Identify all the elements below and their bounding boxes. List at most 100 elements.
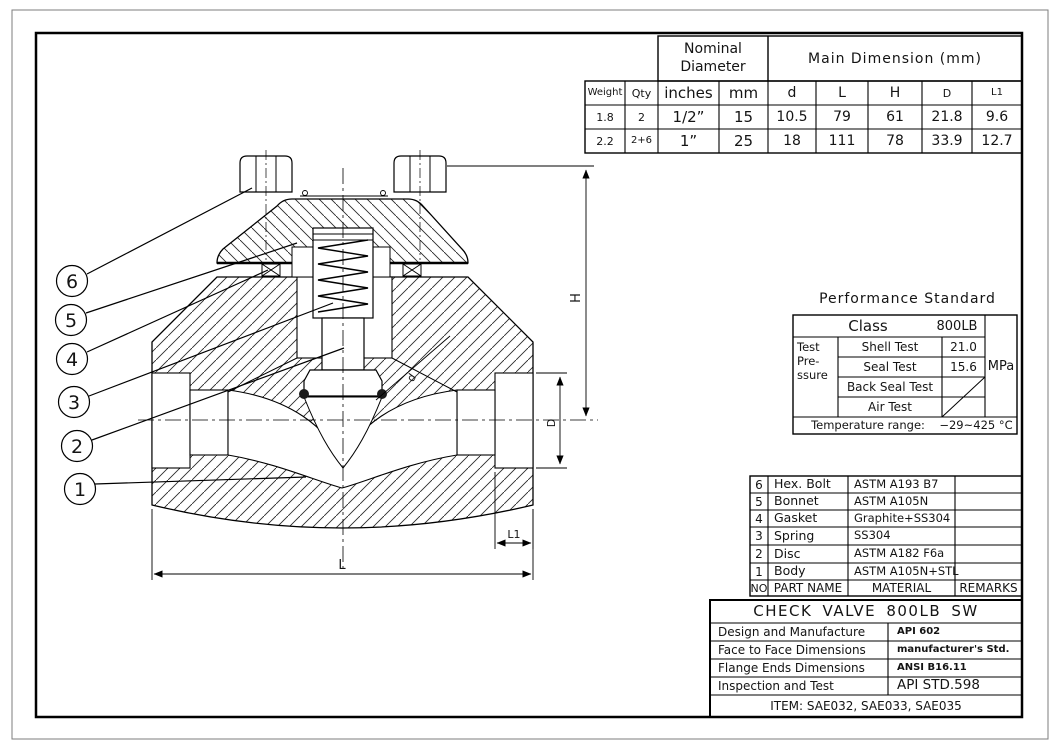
row1-weight: 1.8 (596, 110, 614, 124)
hex-bolt-left (239, 150, 293, 260)
shell-test-value: 21.0 (950, 340, 977, 354)
row2-weight: 2.2 (596, 134, 614, 148)
part-6-name: Hex. Bolt (774, 476, 831, 492)
row1-L: 79 (833, 109, 851, 125)
part-3-no: 3 (755, 529, 763, 543)
nominal-header-line2: Diameter (680, 58, 746, 75)
pressure-label-line3: ssure (797, 368, 828, 383)
part-6-material: ASTM A193 B7 (854, 476, 939, 491)
part-3-material: SS304 (854, 528, 891, 543)
part-4-no: 4 (755, 511, 763, 526)
seal-test-value: 15.6 (950, 360, 977, 374)
main-dimension-header: Main Dimension (mm) (808, 50, 982, 67)
col-header-weight: Weight (587, 87, 623, 98)
right-inner-bore (456, 389, 496, 456)
valve-body (151, 276, 534, 529)
dim-label-H: H (569, 293, 584, 303)
balloon-6-number: 6 (66, 271, 78, 293)
balloon-5-number: 5 (65, 310, 77, 332)
temperature-value: −29~425 °C (939, 417, 1013, 432)
row2-d: 18 (783, 133, 801, 149)
parts-list-grid (749, 475, 1023, 597)
seat-ring-left (299, 389, 309, 399)
balloon-1-number: 1 (74, 479, 86, 501)
row2-H: 78 (886, 133, 904, 149)
dimension-D: D (536, 372, 567, 469)
dimension-L: L (151, 509, 534, 580)
balloon-2 (60, 429, 94, 463)
left-socket-bore (151, 372, 191, 469)
dim-label-L1: L1 (507, 528, 520, 541)
balloon-3 (57, 385, 91, 419)
parts-footer-remarks: REMARKS (959, 581, 1018, 595)
col-header-inches: inches (664, 83, 713, 102)
col-header-mm: mm (728, 83, 759, 102)
parts-footer-material: MATERIAL (871, 581, 932, 595)
seal-test-label: Seal Test (863, 360, 917, 374)
row1-D: 21.8 (931, 109, 963, 125)
hex-bolt-right (393, 150, 447, 260)
part-2-no: 2 (755, 547, 763, 561)
shell-test-label: Shell Test (861, 340, 919, 354)
part-2-material: ASTM A182 F6a (854, 546, 945, 561)
balloon-2-number: 2 (71, 436, 83, 458)
pressure-label-line1: Test (797, 340, 820, 355)
row2-qty: 2+6 (630, 135, 653, 146)
drawing-title: CHECK VALVE 800LB SW (753, 602, 979, 620)
outer-frame (11, 9, 1049, 740)
title-row4-value: API STD.598 (897, 677, 980, 694)
not-applicable-slash (941, 376, 986, 418)
title-row4-label: Inspection and Test (718, 679, 834, 693)
performance-title: Performance Standard (819, 290, 996, 307)
row2-inches: 1” (679, 131, 698, 150)
part-3-name: Spring (774, 527, 815, 543)
title-row2-label: Face to Face Dimensions (718, 643, 866, 657)
row1-inches: 1/2” (672, 107, 705, 126)
inner-frame (34, 31, 1024, 719)
row2-D: 33.9 (931, 133, 963, 149)
parts-footer-name: PART NAME (773, 581, 843, 595)
balloon-5 (54, 303, 88, 337)
row1-L1: 9.6 (985, 109, 1009, 125)
part-5-material: ASTM A105N (854, 493, 929, 508)
part-1-material: ASTM A105N+STL (854, 563, 959, 578)
air-test-label: Air Test (868, 400, 912, 414)
nominal-header-line1: Nominal (684, 40, 742, 57)
part-2-name: Disc (774, 545, 801, 561)
item-line: ITEM: SAE032, SAE033, SAE035 (770, 699, 962, 713)
pressure-unit: MPa (987, 358, 1015, 374)
class-label: Class (848, 316, 888, 335)
balloon-4-number: 4 (66, 349, 78, 371)
title-row2-value: manufacturer's Std. (897, 644, 1010, 655)
title-block-grid (709, 599, 1023, 718)
title-row3-value: ANSI B16.11 (897, 662, 967, 673)
bonnet-vent-left (302, 190, 308, 196)
part-5-name: Bonnet (774, 493, 819, 509)
part-5-no: 5 (755, 494, 763, 509)
row1-qty: 2 (638, 110, 645, 124)
title-row1-label: Design and Manufacture (718, 625, 866, 639)
balloon-4 (55, 342, 89, 376)
col-header-qty: Qty (631, 86, 652, 100)
balloon-3-number: 3 (68, 392, 80, 414)
balloon-callouts: 6 5 4 3 2 1 (54, 187, 345, 506)
parts-footer-no: NO (750, 581, 768, 595)
row2-L1: 12.7 (981, 133, 1013, 149)
col-header-L1: L1 (991, 87, 1003, 98)
dim-label-D: D (545, 419, 558, 427)
part-4-name: Gasket (774, 510, 818, 526)
dimension-H: H (447, 165, 594, 417)
bonnet-vent-right (380, 190, 386, 196)
part-4-material: Graphite+SS304 (854, 510, 951, 525)
left-inner-bore (189, 389, 229, 456)
dimension-table-grid (584, 35, 1023, 154)
row2-L: 111 (828, 133, 856, 149)
col-header-d: d (787, 85, 797, 101)
part-1-name: Body (774, 563, 806, 579)
col-header-L: L (838, 85, 846, 101)
col-header-D: D (942, 86, 952, 100)
dim-label-L: L (338, 558, 346, 573)
title-row3-label: Flange Ends Dimensions (718, 661, 865, 675)
temperature-label: Temperature range: (811, 417, 925, 432)
